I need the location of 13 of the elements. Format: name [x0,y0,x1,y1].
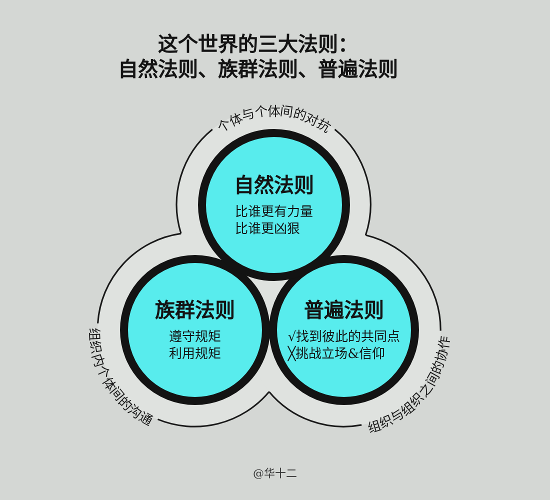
circle-text: 比谁更凶狠 [235,220,300,238]
arc-label: 组织内个体间的沟通 [86,328,155,428]
circle-text: 利用规矩 [169,346,221,362]
author-credit: @华十二 [253,466,297,480]
circle-text: 比谁更有力量 [235,204,313,220]
circle-text: √找到彼此的共同点 [288,328,400,346]
circle-heading: 自然法则 [234,172,314,198]
circle-heading: 族群法则 [155,298,235,322]
circle-text: ╳挑战立场&信仰 [288,346,386,362]
circle-text: 遵守规矩 [169,328,221,346]
circle-heading: 普遍法则 [304,298,384,322]
title: 这个世界的三大法则：自然法则、族群法则、普遍法则 [117,32,399,82]
arc-label: 个体与个体间的对抗 [216,106,332,136]
